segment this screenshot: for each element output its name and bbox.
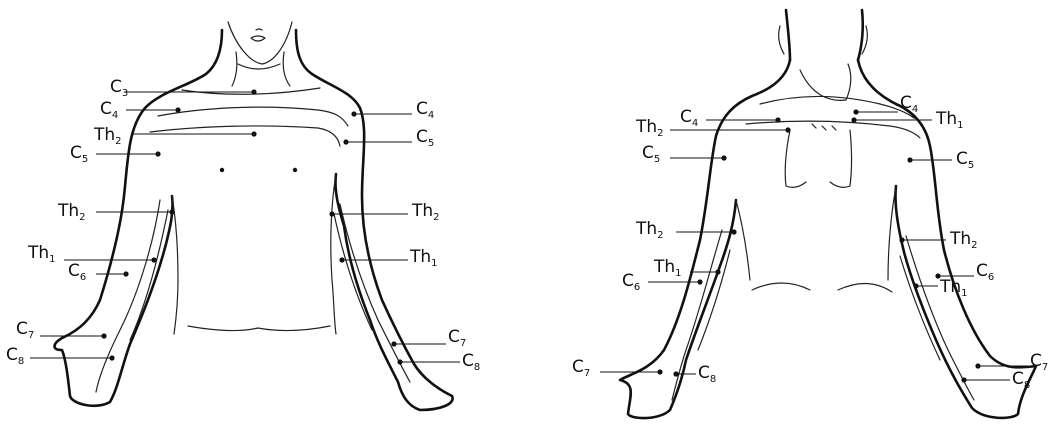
front-label-1: C4: [100, 99, 181, 121]
marker-dot: [721, 155, 726, 160]
dermatome-label: C5: [642, 143, 660, 165]
dermatome-label: Th2: [635, 117, 664, 139]
dermatome-label: C6: [68, 261, 86, 283]
dermatome-label: C4: [100, 99, 118, 121]
front-label-8: C8: [6, 345, 115, 367]
marker-dot: [251, 89, 256, 94]
front-label-0: C3: [110, 77, 257, 99]
marker-dot: [251, 131, 256, 136]
dermatome-label: Th1: [653, 257, 682, 279]
marker-dot: [329, 211, 334, 216]
front-label-5: Th1: [27, 243, 157, 265]
dermatome-label: Th1: [409, 247, 438, 269]
back-label-4: Th1: [653, 257, 721, 279]
front-label-9: C4: [351, 99, 434, 121]
back-label-3: Th2: [635, 219, 737, 241]
dermatome-label: Th1: [27, 243, 56, 265]
front-label-10: C5: [343, 127, 434, 149]
back-label-7: C8: [673, 363, 716, 385]
marker-dot: [961, 377, 966, 382]
marker-dot: [775, 117, 780, 122]
marker-dot: [851, 117, 856, 122]
back-label-2: C5: [642, 143, 727, 165]
dermatome-label: C6: [622, 271, 640, 293]
front-label-6: C6: [68, 261, 129, 283]
marker-dot: [697, 279, 702, 284]
front-label-13: C7: [391, 327, 466, 349]
dermatome-label: C5: [416, 127, 434, 149]
dermatome-label: Th2: [411, 201, 440, 223]
back-label-0: C4: [680, 107, 781, 129]
marker-dot: [175, 107, 180, 112]
dermatome-label: Th2: [949, 229, 978, 251]
dermatome-label: C8: [462, 351, 480, 373]
dermatome-label: C8: [6, 345, 24, 367]
marker-dot: [913, 283, 918, 288]
dermatome-label: Th2: [93, 125, 122, 147]
front-label-2: Th2: [93, 125, 257, 147]
front-label-7: C7: [16, 319, 107, 341]
dermatome-label: C7: [16, 319, 34, 341]
marker-dot: [397, 359, 402, 364]
back-label-13: Th1: [913, 277, 967, 299]
back-label-10: C5: [907, 149, 974, 171]
marker-dot: [853, 109, 858, 114]
front-label-11: Th2: [329, 201, 439, 223]
back-label-6: C7: [572, 357, 663, 379]
marker-dot: [101, 333, 106, 338]
marker-dot: [731, 229, 736, 234]
back-label-15: C8: [961, 369, 1030, 391]
dermatome-label: C7: [448, 327, 466, 349]
dermatome-label: C8: [1012, 369, 1030, 391]
marker-dot: [109, 355, 114, 360]
marker-dot: [123, 271, 128, 276]
front-label-12: Th1: [339, 247, 437, 269]
dermatome-label: C3: [110, 77, 128, 99]
marker-dot: [899, 237, 904, 242]
dermatome-label: C4: [680, 107, 698, 129]
dermatome-label: Th1: [935, 109, 964, 131]
front-label-4: Th2: [57, 201, 175, 223]
front-label-14: C8: [397, 351, 480, 373]
marker-dot: [785, 127, 790, 132]
marker-dot: [151, 257, 156, 262]
dermatome-label: C4: [416, 99, 434, 121]
back-label-8: C4: [853, 93, 918, 115]
marker-dot: [155, 151, 160, 156]
dermatome-label: C6: [976, 261, 994, 283]
marker-dot: [975, 363, 980, 368]
marker-dot: [351, 111, 356, 116]
dermatome-label: Th1: [939, 277, 968, 299]
marker-dot: [673, 371, 678, 376]
dermatome-label: Th2: [57, 201, 86, 223]
dermatome-label: C7: [572, 357, 590, 379]
dermatome-label: C5: [956, 149, 974, 171]
marker-dot: [169, 209, 174, 214]
back-label-11: Th2: [899, 229, 977, 251]
marker-dot: [343, 139, 348, 144]
dermatome-label: Th2: [635, 219, 664, 241]
marker-dot: [339, 257, 344, 262]
marker-dot: [657, 369, 662, 374]
dermatome-label: C7: [1030, 351, 1048, 373]
dermatome-label: C5: [70, 143, 88, 165]
dermatome-label: C4: [900, 93, 918, 115]
marker-dot: [715, 269, 720, 274]
dermatome-label: C8: [698, 363, 716, 385]
marker-dot: [391, 341, 396, 346]
marker-dot: [907, 157, 912, 162]
